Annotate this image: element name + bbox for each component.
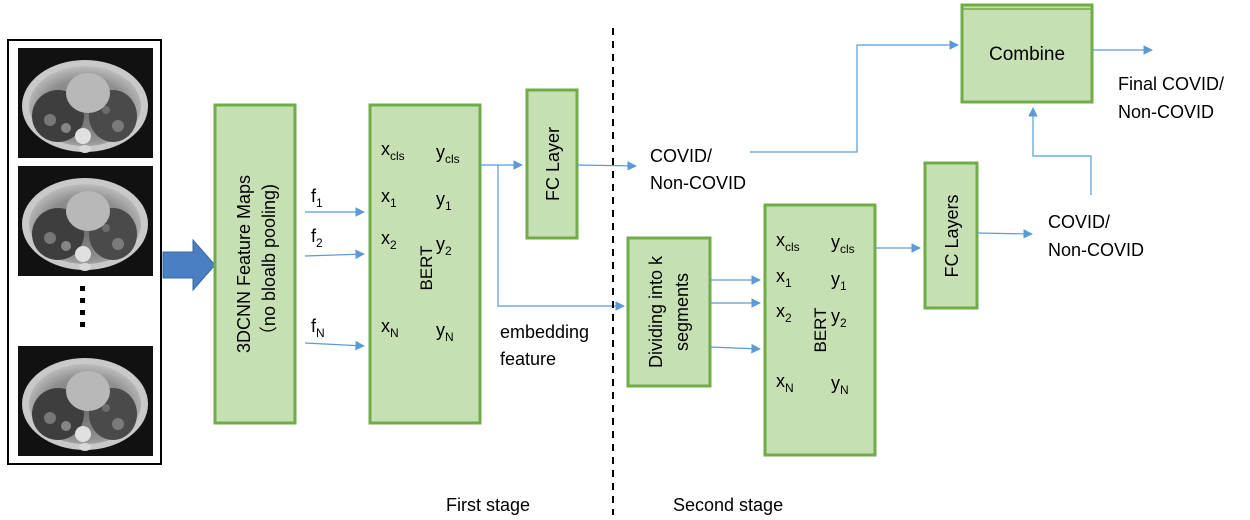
bert2-xcls: xcls	[776, 230, 800, 254]
arrow-fc1-out	[576, 161, 637, 171]
svg-text:f2: f2	[311, 226, 323, 250]
bert-box-2: xcls ycls x1 y1 x2 y2 BERT xN yN	[763, 203, 877, 457]
bert1-y2: y2	[436, 234, 452, 258]
arrow-fc2-out	[976, 229, 1033, 239]
second-stage-label: Second stage	[673, 495, 783, 515]
fc-layer-box: FC Layer	[525, 88, 579, 240]
bert2-y1: y1	[831, 269, 847, 293]
combine-label: Combine	[989, 44, 1065, 65]
input-panel	[7, 39, 162, 465]
bert2-x2: x2	[776, 301, 792, 325]
cnn-line2: （no bloalb pooling)	[259, 184, 279, 344]
final-line2: Non-COVID	[1118, 102, 1214, 122]
arrow-out1-combine	[750, 40, 959, 153]
dividing-box: Dividing into k segments	[626, 236, 712, 388]
ct-image-3	[18, 346, 153, 456]
cnn-box: 3DCNN Feature Maps （no bloalb pooling)	[213, 103, 297, 425]
svg-text:f1: f1	[311, 186, 323, 210]
fc-layers-box: FC Layers	[923, 161, 979, 310]
out2-line2: Non-COVID	[1048, 240, 1144, 260]
arrow-seg-n	[709, 343, 761, 354]
bert1-x2: x2	[381, 228, 397, 252]
bert2-xN: xN	[776, 371, 794, 395]
first-stage-label: First stage	[446, 495, 530, 515]
bert1-xN: xN	[381, 316, 399, 340]
bert1-xcls: xcls	[381, 139, 405, 163]
out1-line1: COVID/	[650, 146, 712, 166]
bert1-yN: yN	[436, 320, 454, 344]
bert1-x1: x1	[381, 186, 397, 210]
fc2-label: FC Layers	[942, 194, 962, 277]
fc1-label: FC Layer	[543, 127, 563, 201]
svg-text:fN: fN	[311, 316, 325, 340]
out2-line1: COVID/	[1048, 212, 1110, 232]
bert1-y1: y1	[436, 189, 452, 213]
feature-f1: f1	[311, 186, 323, 210]
feature-fN: fN	[311, 316, 325, 340]
out1-line2: Non-COVID	[650, 173, 746, 193]
bert2-yN: yN	[831, 373, 849, 397]
embedding-line2: feature	[500, 349, 556, 369]
bert1-label: BERT	[417, 245, 436, 290]
bert2-label: BERT	[811, 307, 830, 352]
arrow-out2-combine	[1028, 107, 1092, 195]
divide-line2: segments	[672, 273, 692, 351]
bert1-ycls: ycls	[436, 142, 460, 166]
arrow-fN	[304, 340, 365, 351]
ct-image-1	[18, 48, 153, 158]
bert-box-1: xcls ycls x1 y1 x2 y2 BERT xN yN	[368, 103, 482, 425]
feature-f2: f2	[311, 226, 323, 250]
bert2-ycls: ycls	[831, 232, 855, 256]
embedding-line1: embedding	[500, 322, 589, 342]
ct-image-2	[18, 166, 153, 276]
arrow-embedding	[497, 165, 625, 311]
bert2-y2: y2	[831, 306, 847, 330]
combine-box: Combine	[960, 3, 1094, 104]
arrow-f2	[304, 249, 365, 260]
cnn-line1: 3DCNN Feature Maps	[234, 175, 254, 353]
divide-line1: Dividing into k	[646, 255, 666, 368]
input-arrow	[162, 238, 216, 292]
bert2-x1: x1	[776, 266, 792, 290]
final-line1: Final COVID/	[1118, 74, 1224, 94]
ellipsis-dots	[80, 286, 85, 327]
